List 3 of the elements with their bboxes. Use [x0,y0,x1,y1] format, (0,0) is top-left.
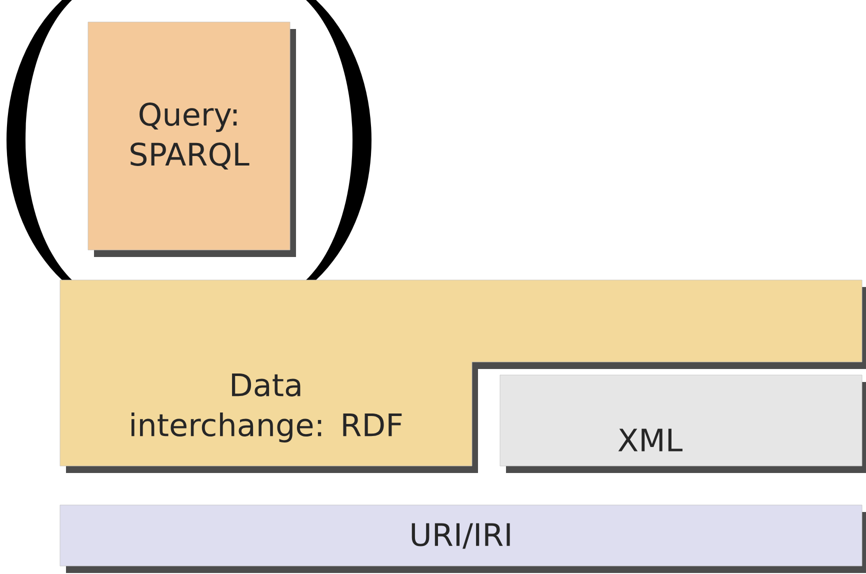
uri-bar: URI/IRI [60,504,866,573]
query-box: Query: SPARQL [88,22,296,257]
xml-box: XML [500,374,866,473]
